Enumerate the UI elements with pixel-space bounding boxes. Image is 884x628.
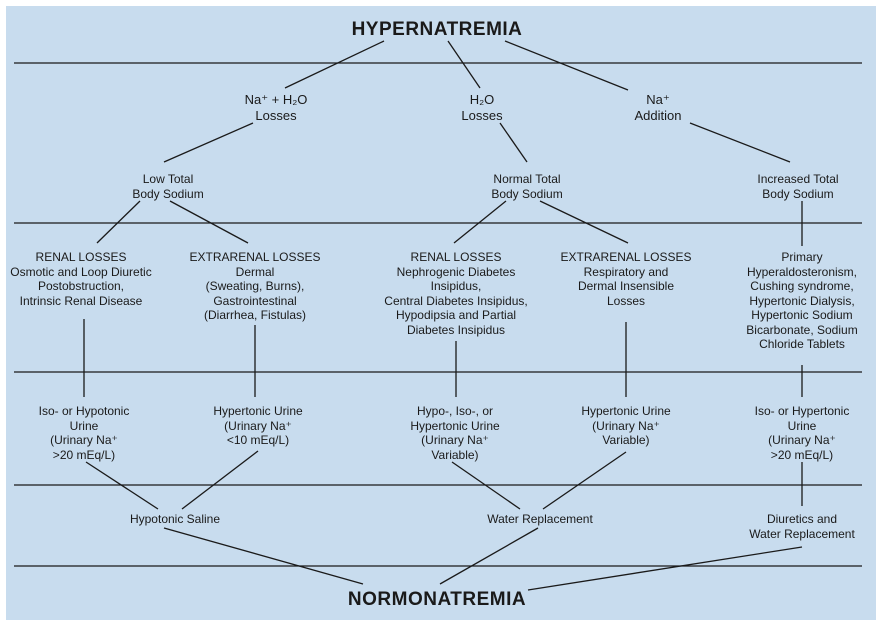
node-label: Na⁺ + H₂O <box>244 92 308 107</box>
node-urine-hypertonic-variable: Hypertonic Urine (Urinary Na⁺ Variable) <box>581 404 671 447</box>
connector <box>539 200 629 244</box>
node-renal-losses-low: RENAL LOSSES Osmotic and Loop Diuretic P… <box>10 250 152 308</box>
node-extrarenal-losses-normal: EXTRARENAL LOSSES Respiratory and Dermal… <box>560 250 692 308</box>
node-hypotonic-saline: Hypotonic Saline <box>129 512 221 526</box>
connector <box>284 40 385 89</box>
diagram-background <box>6 6 876 620</box>
node-extrarenal-losses-low: EXTRARENAL LOSSES Dermal (Sweating, Burn… <box>189 250 321 322</box>
node-label: Addition <box>634 108 682 123</box>
node-primary-causes: Primary Hyperaldosteronism, Cushing synd… <box>746 250 858 351</box>
node-label: Losses <box>461 108 503 123</box>
connector <box>499 122 528 163</box>
connector <box>96 200 141 244</box>
node-renal-losses-normal: RENAL LOSSES Nephrogenic Diabetes Insipi… <box>384 250 528 337</box>
connector <box>447 40 481 89</box>
connector <box>163 527 364 585</box>
footer-normonatremia: NORMONATREMIA <box>347 589 527 610</box>
connector <box>439 527 539 585</box>
connector <box>504 40 629 91</box>
node-label: Losses <box>255 108 297 123</box>
connector <box>542 451 627 510</box>
node-normal-total-body-sodium: Normal Total Body Sodium <box>491 172 563 201</box>
node-low-total-body-sodium: Low Total Body Sodium <box>132 172 204 201</box>
connector <box>163 122 254 163</box>
node-diuretics-water-replacement: Diuretics and Water Replacement <box>749 512 855 541</box>
title-hypernatremia: HYPERNATREMIA <box>351 19 523 40</box>
connector <box>85 461 159 510</box>
connector <box>453 200 507 244</box>
node-urine-variable-tonicity: Hypo-, Iso-, or Hypertonic Urine (Urinar… <box>410 404 500 462</box>
connector <box>181 450 259 510</box>
node-increased-total-body-sodium: Increased Total Body Sodium <box>757 172 839 201</box>
connector <box>527 546 803 591</box>
connector <box>169 200 249 244</box>
node-urine-iso-hypotonic: Iso- or Hypotonic Urine (Urinary Na⁺ >20… <box>38 404 130 462</box>
node-water-replacement: Water Replacement <box>487 512 593 526</box>
connector <box>689 122 791 163</box>
node-label: H₂O <box>469 92 495 107</box>
node-urine-iso-hypertonic: Iso- or Hypertonic Urine (Urinary Na⁺ >2… <box>754 404 850 462</box>
node-urine-hypertonic-low-na: Hypertonic Urine (Urinary Na⁺ <10 mEq/L) <box>213 404 303 447</box>
node-label: Na⁺ <box>646 92 670 107</box>
connector <box>451 461 521 510</box>
